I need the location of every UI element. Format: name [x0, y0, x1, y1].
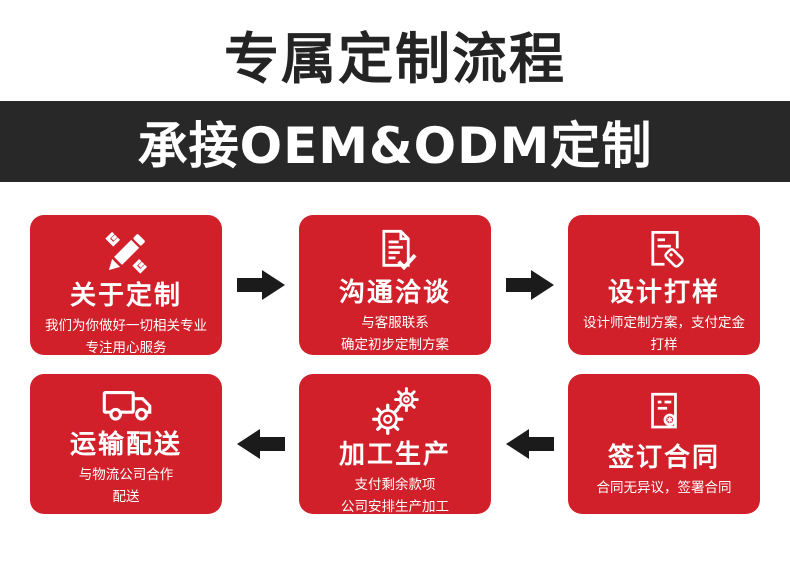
desc-line: 合同无异议，签署合同 — [596, 480, 732, 497]
arrow-left-icon — [505, 426, 554, 462]
oem-odm-banner: 承接OEM&ODM定制 — [0, 101, 790, 183]
desc-line: 我们为你做好一切相关专业 — [45, 318, 207, 335]
desc-line: 专注用心服务 — [85, 340, 167, 357]
step-desc: 与物流公司合作 配送 — [79, 465, 174, 508]
step-title: 关于定制 — [69, 281, 182, 312]
step-title: 签订合同 — [607, 443, 720, 474]
step-card-communication: 沟通洽谈 与客服联系 确定初步定制方案 — [299, 215, 491, 356]
custom-process-infographic: 专属定制流程 承接OEM&ODM定制 — [0, 27, 790, 515]
arrow-right-icon — [236, 267, 285, 303]
step-card-contract: 签订合同 合同无异议，签署合同 — [568, 374, 760, 515]
document-check-icon — [370, 226, 421, 277]
desc-line: 支付剩余款项 — [354, 477, 436, 494]
flow-row-bottom: 运输配送 与物流公司合作 配送 — [30, 374, 760, 515]
step-card-production: 加工生产 支付剩余款项 公司安排生产加工 — [299, 374, 491, 515]
step-desc: 我们为你做好一切相关专业 专注用心服务 — [45, 316, 207, 359]
arrow-right-icon — [505, 267, 554, 303]
desc-line: 与客服联系 — [361, 315, 429, 332]
step-card-about-custom: 关于定制 我们为你做好一切相关专业 专注用心服务 — [30, 215, 222, 356]
step-title: 设计打样 — [607, 278, 720, 309]
contract-seal-icon — [639, 385, 689, 442]
desc-line: 配送 — [112, 489, 140, 506]
gears-icon — [368, 385, 422, 439]
flow-row-top: 关于定制 我们为你做好一切相关专业 专注用心服务 — [30, 215, 760, 356]
desc-line: 确定初步定制方案 — [341, 337, 449, 354]
page-title: 专属定制流程 — [223, 27, 566, 91]
step-title: 运输配送 — [69, 430, 182, 461]
desc-line: 设计师定制方案，支付定金 — [583, 315, 745, 332]
banner-text: 承接OEM&ODM定制 — [137, 116, 653, 175]
step-desc: 支付剩余款项 公司安排生产加工 — [341, 475, 449, 518]
step-desc: 设计师定制方案，支付定金 打样 — [583, 313, 745, 356]
truck-icon — [95, 385, 157, 429]
step-card-shipping: 运输配送 与物流公司合作 配送 — [30, 374, 222, 515]
document-tag-icon — [639, 226, 690, 277]
step-card-design-sample: 设计打样 设计师定制方案，支付定金 打样 — [568, 215, 760, 356]
desc-line: 打样 — [650, 337, 678, 354]
step-desc: 合同无异议，签署合同 — [597, 478, 732, 500]
desc-line: 公司安排生产加工 — [341, 499, 449, 516]
process-flow: 关于定制 我们为你做好一切相关专业 专注用心服务 — [0, 215, 790, 515]
arrow-left-icon — [236, 426, 285, 462]
pencil-icon — [99, 226, 153, 280]
desc-line: 与物流公司合作 — [78, 467, 174, 484]
step-title: 沟通洽谈 — [338, 278, 451, 309]
step-title: 加工生产 — [338, 440, 451, 471]
step-desc: 与客服联系 确定初步定制方案 — [341, 313, 449, 356]
